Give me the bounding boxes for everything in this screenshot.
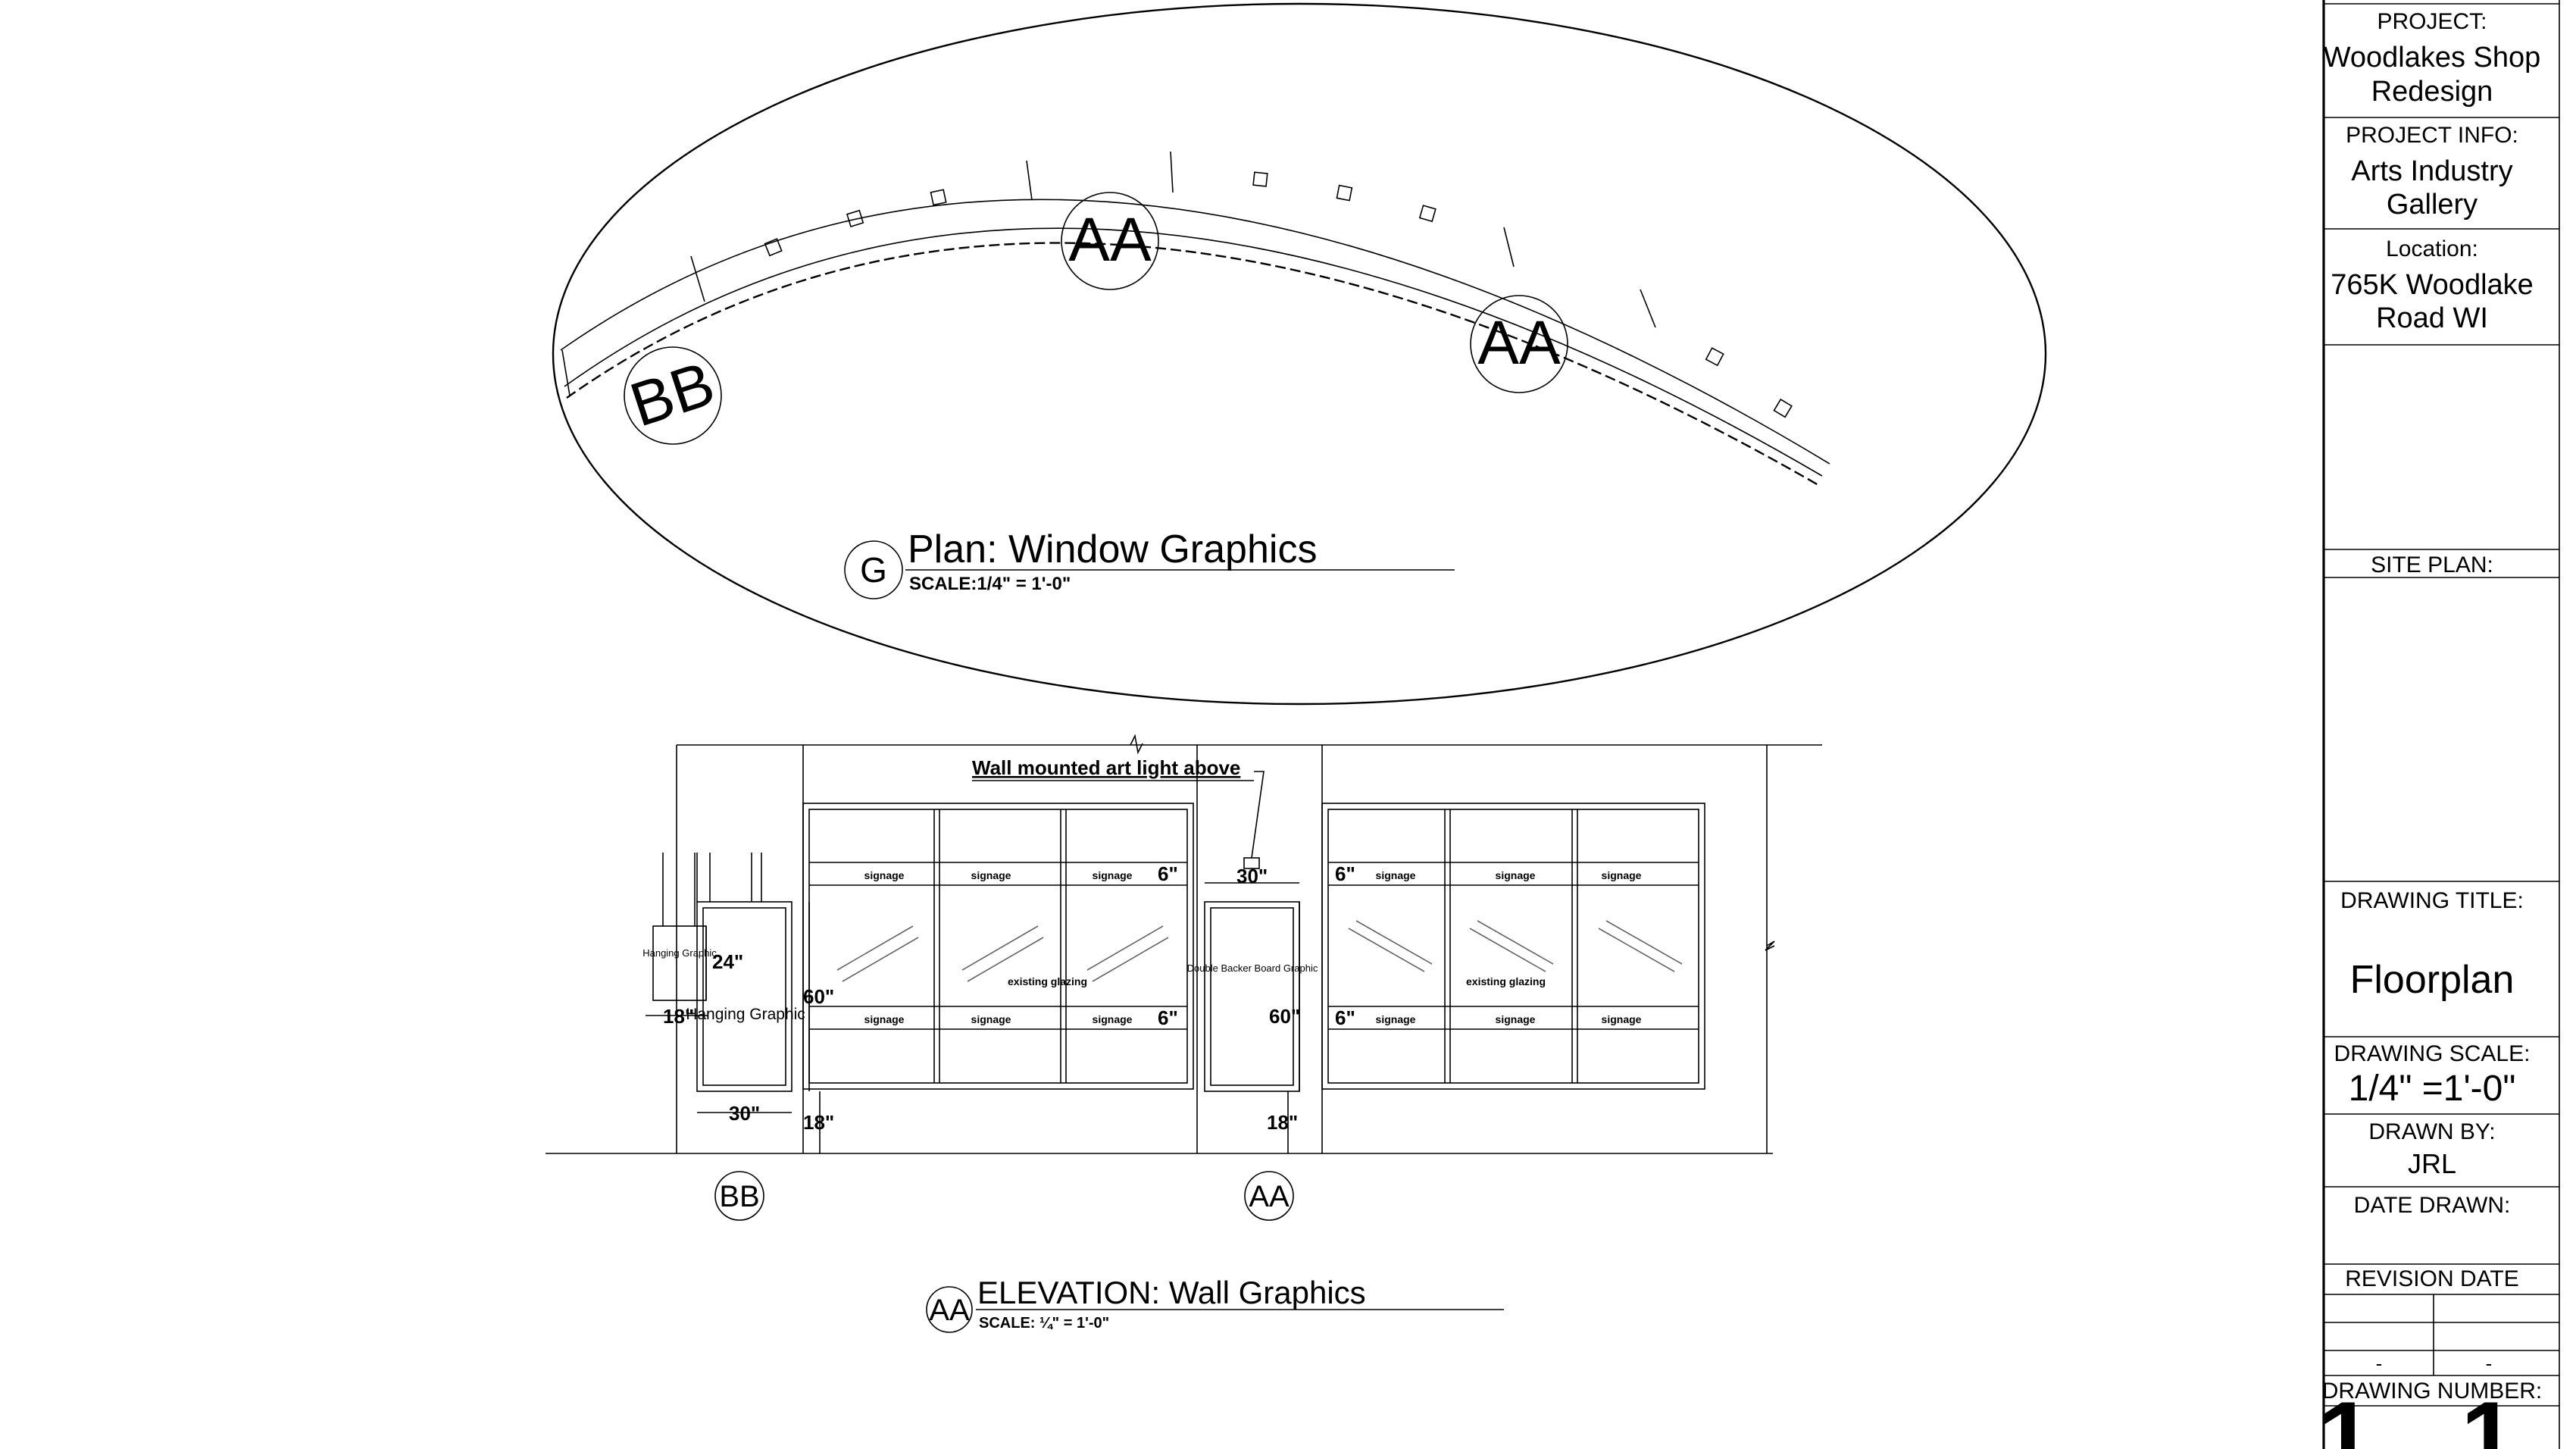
glazing-reflections-right [1348,920,1683,972]
project-info-label: PROJECT INFO: [2346,123,2518,148]
signage-left-bottom-2: signage [971,1013,1011,1025]
drawn-by-value: JRL [2408,1148,2456,1179]
signage-left-bottom-3: signage [1093,1013,1133,1025]
elevation-scale: SCALE: ¼" = 1'-0" [979,1315,1109,1332]
dim-18-center: 18" [1267,1111,1298,1134]
location-value-line-2: Road WI [2376,302,2488,334]
plan-view: AA AA BB G Plan: Window Graphics SCALE:1… [552,2,2047,706]
section-marker-aa: AA [1249,1180,1290,1213]
section-marker-bb: BB [719,1180,759,1213]
signage-right-top-1: signage [1376,869,1416,881]
location-value-line-1: 765K Woodlake [2331,269,2534,301]
dim-6-right-top: 6" [1335,862,1355,885]
drawn-by-label: DRAWN BY: [2368,1119,2495,1144]
signage-left-top-2: signage [971,869,1011,881]
existing-glazing-left: existing glazing [1008,975,1087,987]
project-info-value-line-2: Gallery [2387,189,2478,221]
light-note-leader [1251,771,1265,859]
title-block-dividers [2324,3,2559,1407]
window-bank-left [802,803,1194,1090]
site-plan-label: SITE PLAN: [2371,552,2493,577]
hanging-graphic-small-label: Hanging Graphic [642,947,717,959]
double-backer-board-label: Double Backer Board Graphic [1187,962,1318,974]
light-note: Wall mounted art light above [972,756,1240,779]
plan-light-fixtures [764,171,1793,418]
hanging-graphic-large-label: Hanging Graphic [686,1006,805,1023]
project-label: PROJECT: [2377,9,2487,34]
drawing-scale-label: DRAWING SCALE: [2334,1041,2531,1066]
plan-viewport-ellipse [552,2,2047,706]
existing-glazing-right: existing glazing [1466,975,1546,987]
dim-60-center: 60" [1269,1005,1300,1028]
double-backer-board [1204,901,1300,1092]
revision-dash-1: - [2376,1352,2383,1375]
plan-callout-aa-2-circle [1470,295,1568,393]
double-backer-board-inner [1210,907,1294,1086]
plan-callout-aa-2: AA [1477,308,1561,377]
window-bank-right [1321,803,1705,1090]
dim-30-left: 30" [729,1102,760,1125]
revision-dash-2: - [2486,1352,2493,1375]
hanging-rods [662,853,762,926]
section-marker-aa-circle [1244,1171,1294,1221]
art-light-fixture [1243,857,1260,869]
elevation-wall-piers [676,745,1768,1153]
break-symbol-top [1130,734,1143,755]
drawing-number-label: DRAWING NUMBER: [2322,1379,2543,1404]
elevation-title-marker: AA [929,1294,970,1327]
plan-mullions [561,151,1656,396]
storefront-glazing-line [566,242,1819,487]
signage-right-bottom-2: signage [1496,1013,1536,1025]
break-symbol-right [1765,940,1775,951]
date-drawn-label: DATE DRAWN: [2354,1193,2511,1218]
signage-right-top-3: signage [1602,869,1642,881]
hanging-graphic-large-inner [702,907,786,1086]
dim-6-right-bottom: 6" [1335,1006,1355,1029]
elevation-title-marker-circle [926,1286,973,1333]
project-value-line-2: Redesign [2371,76,2493,108]
plan-title: Plan: Window Graphics [908,527,1317,571]
storefront-wall-outer [560,199,1830,465]
plan-title-marker: G [860,550,887,590]
hanging-graphic-large [696,901,792,1092]
elevation-view: Hanging Graphic Hanging Graphic 24" 18" … [546,734,1822,1333]
signage-left-bottom-1: signage [864,1013,905,1025]
drawing-title-value: Floorplan [2350,958,2515,1002]
signage-left-top-3: signage [1093,869,1133,881]
signage-left-top-1: signage [864,869,905,881]
dim-6-left-bottom: 6" [1158,1006,1178,1029]
dim-60-left: 60" [803,985,834,1008]
revision-date-label: REVISION DATE [2345,1266,2518,1291]
plan-callout-bb-circle [624,346,722,445]
elevation-title: ELEVATION: Wall Graphics [977,1275,1366,1310]
dim-18-bottom-left: 18" [803,1111,834,1134]
plan-title-marker-circle [844,540,903,599]
project-value-line-1: Woodlakes Shop [2324,42,2541,74]
dim-18-left: 18" [663,1005,694,1028]
signage-right-top-2: signage [1496,869,1536,881]
drawing-title-label: DRAWING TITLE: [2340,888,2524,913]
plan-callout-aa-1-circle [1061,192,1159,290]
signage-right-bottom-1: signage [1376,1013,1416,1025]
signage-right-bottom-3: signage [1602,1013,1642,1025]
section-marker-bb-circle [714,1171,764,1221]
location-label: Location: [2386,236,2478,261]
dim-lines-center [1205,882,1300,1153]
plan-scale: SCALE:1/4" = 1'-0" [909,574,1071,594]
dim-6-left-top: 6" [1158,862,1178,885]
plan-callout-aa-1: AA [1068,205,1152,274]
project-info-value-line-1: Arts Industry [2351,155,2512,187]
hanging-graphic-small [652,925,707,1001]
dim-30-center: 30" [1236,865,1268,887]
dim-24: 24" [712,950,743,973]
drawing-scale-value: 1/4" =1'-0" [2349,1069,2516,1109]
drawing-number-value: 1.1 [2318,1381,2546,1449]
storefront-wall-inner [564,227,1823,477]
glazing-reflections-left [836,925,1169,982]
title-block: PROJECT: Woodlakes Shop Redesign PROJECT… [2318,0,2560,1449]
